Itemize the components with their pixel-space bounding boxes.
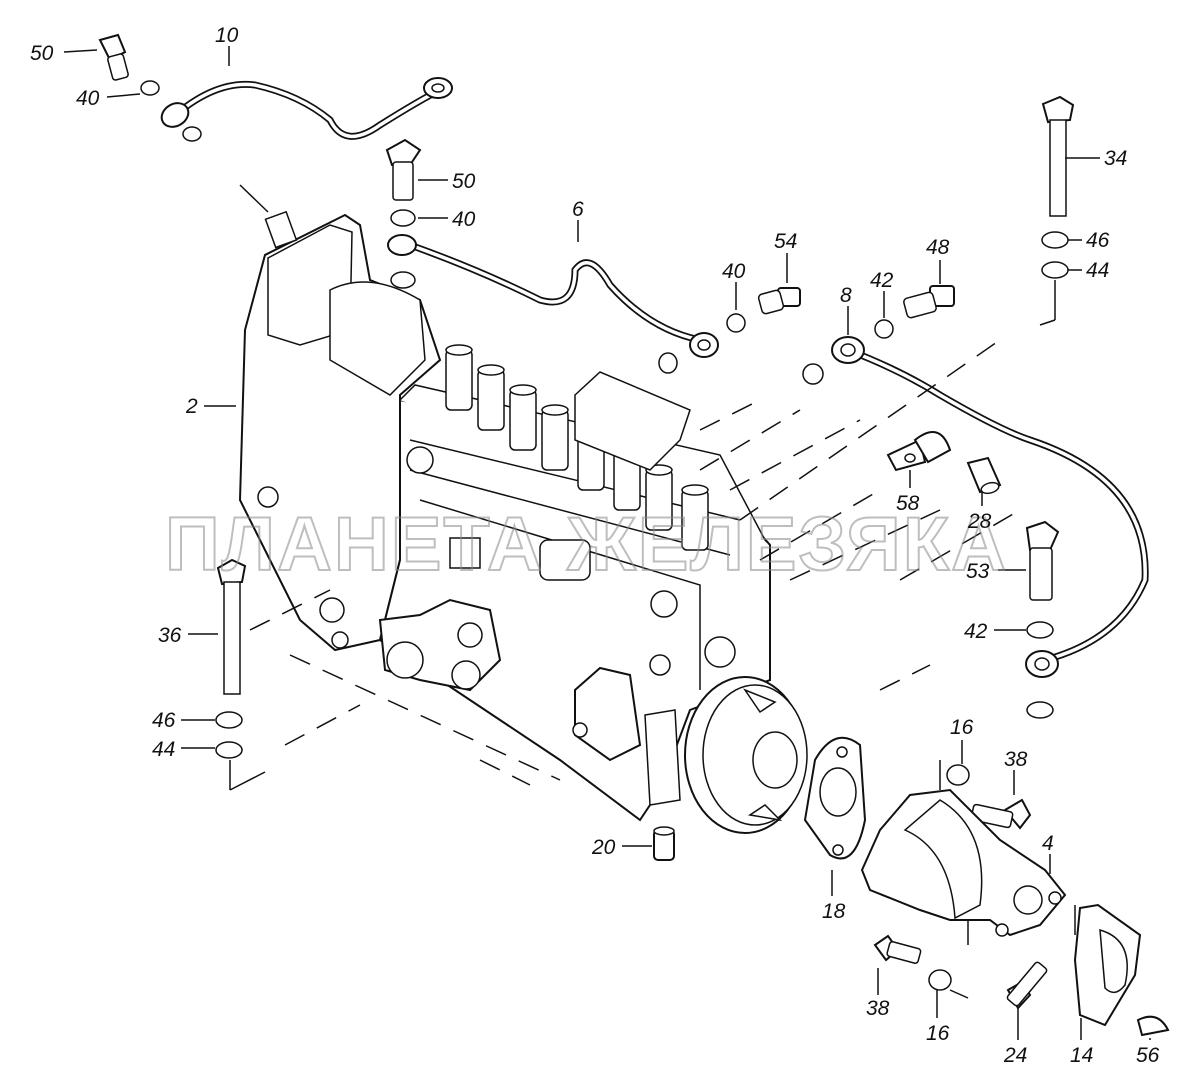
callout-14: 14	[1070, 1044, 1093, 1067]
callout-6: 6	[572, 198, 584, 221]
callout-28: 28	[967, 510, 992, 533]
callout-38-bottom: 38	[866, 997, 890, 1020]
callout-46-right: 46	[1086, 229, 1110, 252]
callout-2: 2	[185, 395, 198, 418]
callout-10: 10	[215, 24, 239, 47]
banjo-bolt-54	[757, 287, 801, 315]
injection-pump-body	[238, 210, 771, 822]
callout-36: 36	[158, 624, 182, 647]
callout-labels: 50 40 10 50 40 6 40 54 48 8 42 34 46 44 …	[30, 24, 1160, 1067]
long-bolt-34	[1041, 95, 1075, 217]
banjo-bolt-48	[903, 285, 955, 319]
callout-53: 53	[966, 560, 990, 583]
woodruff-key	[1136, 1015, 1170, 1037]
callout-40-right: 40	[722, 260, 746, 283]
callout-24: 24	[1003, 1044, 1027, 1067]
callout-44-left: 44	[152, 738, 175, 761]
callout-34: 34	[1104, 147, 1127, 170]
watermark-text: ПЛАНЕТА ЖЕЛЕЗЯКА	[165, 502, 1008, 587]
bolt-38-bottom	[873, 934, 922, 964]
callout-40-mid: 40	[452, 208, 476, 231]
bolt-24	[1006, 961, 1048, 1010]
assembly-centerlines	[229, 184, 1076, 999]
clip-58	[886, 431, 952, 472]
drive-coupling-flange	[684, 676, 808, 834]
callout-54: 54	[774, 230, 797, 253]
plunger-barrels	[445, 344, 709, 551]
banjo-bolt-50-mid	[385, 138, 422, 201]
fuel-pipe-8	[831, 336, 1149, 678]
callout-16-top: 16	[950, 716, 974, 739]
flange-gasket	[803, 736, 867, 860]
callout-8: 8	[840, 284, 852, 307]
callout-44-right: 44	[1086, 259, 1109, 282]
callout-18: 18	[822, 900, 846, 923]
callout-42-top: 42	[870, 269, 894, 292]
bushing-28	[966, 456, 1002, 495]
callout-20: 20	[591, 836, 616, 859]
half-clamp	[1073, 903, 1142, 1027]
callout-56: 56	[1136, 1044, 1160, 1067]
long-bolt-36	[216, 558, 247, 695]
washers	[140, 80, 1069, 991]
callout-16-bottom: 16	[926, 1022, 950, 1045]
mounting-bracket	[860, 788, 1067, 937]
callout-58: 58	[896, 492, 920, 515]
banjo-bolt-50-top	[98, 33, 129, 81]
callout-38-right: 38	[1004, 748, 1028, 771]
callout-42-bottom: 42	[964, 620, 988, 643]
callout-48: 48	[926, 236, 950, 259]
callout-40-top: 40	[76, 87, 100, 110]
callout-46-left: 46	[152, 709, 176, 732]
callout-4: 4	[1042, 832, 1054, 855]
callout-50-mid: 50	[452, 170, 476, 193]
callout-leaders	[63, 46, 1151, 1040]
fuel-pipe-6	[387, 234, 719, 358]
fuel-pipe-10	[160, 77, 453, 140]
banjo-bolt-53	[1025, 520, 1060, 601]
callout-50-top: 50	[30, 42, 54, 65]
sleeve-20	[653, 826, 675, 861]
